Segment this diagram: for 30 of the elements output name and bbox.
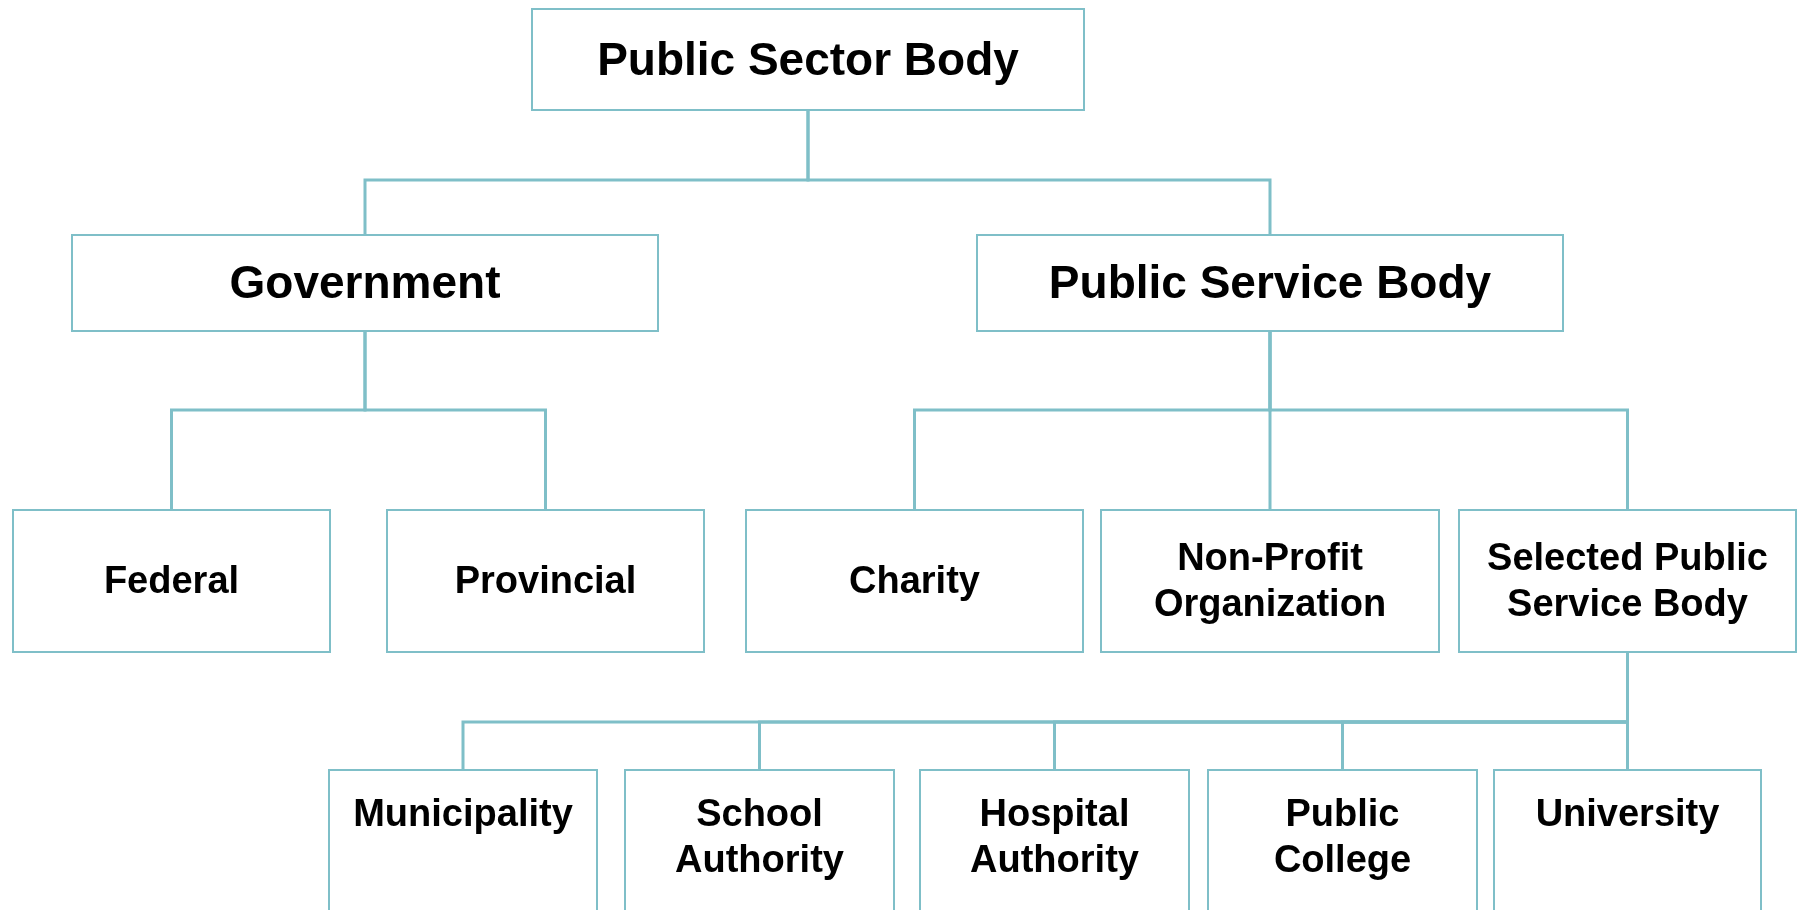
box-label: Public Service Body	[1048, 255, 1492, 311]
box-label: Provincial	[454, 558, 637, 604]
box-label: Charity	[849, 558, 980, 604]
box-label: Public Sector Body	[597, 31, 1019, 87]
org-box	[624, 769, 895, 910]
connector-line	[806, 111, 1272, 234]
box-label: Government	[229, 255, 501, 311]
box-label: Municipality	[353, 791, 573, 836]
org-box	[1493, 769, 1762, 910]
org-box	[919, 769, 1190, 910]
box-label: Hospital Authority	[969, 791, 1140, 882]
box-label: Selected Public Service Body	[1486, 535, 1769, 626]
box-label: School Authority	[674, 791, 845, 882]
org-box	[1100, 509, 1440, 653]
org-box	[12, 509, 331, 653]
org-box	[1458, 509, 1797, 653]
box-label: Federal	[103, 558, 240, 604]
box-label: Non-Profit Organization	[1152, 535, 1388, 626]
org-box	[531, 8, 1085, 111]
connector-line	[1626, 653, 1629, 769]
org-box	[1207, 769, 1478, 910]
org-box	[328, 769, 598, 910]
org-box	[71, 234, 659, 332]
org-box	[386, 509, 705, 653]
box-label: Public College	[1272, 791, 1413, 882]
org-box	[745, 509, 1084, 653]
org-box	[976, 234, 1564, 332]
connector-line	[363, 332, 547, 509]
connector-line	[1268, 332, 1629, 509]
box-label: University	[1535, 791, 1720, 836]
